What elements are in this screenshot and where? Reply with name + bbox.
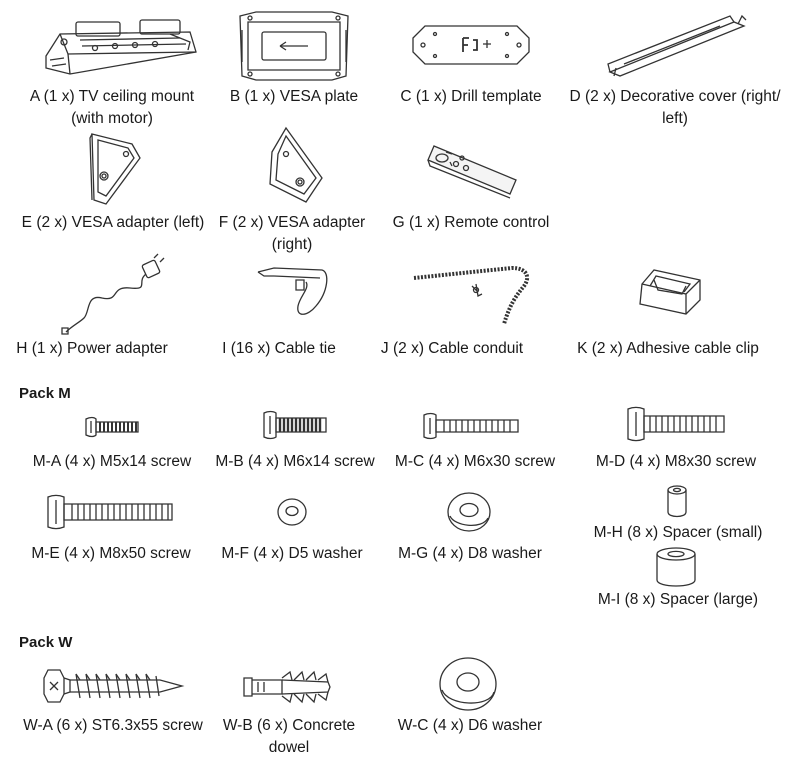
pack-w-title: Pack W bbox=[19, 634, 73, 651]
dowel-wb-caption: W-B (6 x) Concrete dowel bbox=[214, 715, 364, 759]
washer-mf-caption: M-F (4 x) D5 washer bbox=[214, 543, 370, 565]
part-e-line1: E (2 x) VESA adapter (left) bbox=[21, 214, 205, 231]
screw-mc-caption: M-C (4 x) M6x30 screw bbox=[394, 451, 556, 473]
washer-mf-illustration bbox=[276, 496, 308, 528]
spacer-small-label: M-H (8 x) Spacer (small) bbox=[593, 524, 763, 541]
spacer-large-caption: M-I (8 x) Spacer (large) bbox=[588, 589, 768, 611]
part-f-line2: (right) bbox=[271, 236, 313, 253]
spacer-small-illustration bbox=[664, 484, 690, 518]
cable-clip-illustration bbox=[636, 266, 706, 316]
dowel-wb-illustration bbox=[242, 668, 332, 706]
screw-md-illustration bbox=[626, 406, 726, 442]
part-a-line1: A (1 x) TV ceiling mount bbox=[29, 88, 195, 105]
part-h-caption: H (1 x) Power adapter bbox=[2, 338, 182, 360]
part-d-caption: D (2 x) Decorative cover (right/ left) bbox=[564, 86, 786, 130]
part-f-caption: F (2 x) VESA adapter (right) bbox=[212, 212, 372, 256]
screw-wa-illustration bbox=[42, 666, 184, 706]
washer-mg-label: M-G (4 x) D8 washer bbox=[398, 545, 542, 562]
remote-control-illustration bbox=[424, 144, 520, 196]
part-d-line2: left) bbox=[662, 110, 688, 127]
washer-wc-caption: W-C (4 x) D6 washer bbox=[392, 715, 548, 737]
screw-mb-caption: M-B (4 x) M6x14 screw bbox=[212, 451, 378, 473]
vesa-plate-illustration bbox=[236, 10, 352, 82]
cable-tie-illustration bbox=[256, 262, 330, 322]
dowel-wb-line2: dowel bbox=[268, 739, 310, 756]
washer-wc-label: W-C (4 x) D6 washer bbox=[397, 717, 543, 734]
drill-template-illustration bbox=[411, 24, 531, 66]
power-adapter-illustration bbox=[60, 256, 168, 338]
dowel-wb-line1: W-B (6 x) Concrete bbox=[222, 717, 356, 734]
part-h-line1: H (1 x) Power adapter bbox=[16, 340, 168, 357]
washer-mg-caption: M-G (4 x) D8 washer bbox=[392, 543, 548, 565]
screw-ma-label: M-A (4 x) M5x14 screw bbox=[32, 453, 192, 470]
decorative-cover-illustration bbox=[604, 14, 748, 78]
part-b-line1: B (1 x) VESA plate bbox=[229, 88, 359, 105]
ceiling-mount-illustration bbox=[40, 12, 200, 84]
part-j-line1: J (2 x) Cable conduit bbox=[380, 340, 524, 357]
part-j-caption: J (2 x) Cable conduit bbox=[372, 338, 532, 360]
vesa-adapter-right-illustration bbox=[266, 126, 326, 206]
part-d-line1: D (2 x) Decorative cover (right/ bbox=[569, 88, 781, 105]
screw-me-caption: M-E (4 x) M8x50 screw bbox=[28, 543, 194, 565]
spacer-large-illustration bbox=[654, 546, 698, 588]
part-i-line1: I (16 x) Cable tie bbox=[222, 340, 336, 357]
part-e-caption: E (2 x) VESA adapter (left) bbox=[13, 212, 213, 234]
vesa-adapter-left-illustration bbox=[88, 130, 144, 208]
part-k-line1: K (2 x) Adhesive cable clip bbox=[577, 340, 759, 357]
part-c-line1: C (1 x) Drill template bbox=[400, 88, 542, 105]
washer-mf-label: M-F (4 x) D5 washer bbox=[221, 545, 363, 562]
part-a-caption: A (1 x) TV ceiling mount (with motor) bbox=[17, 86, 207, 130]
screw-mb-illustration bbox=[262, 410, 328, 440]
pack-m-title: Pack M bbox=[19, 385, 71, 402]
part-b-caption: B (1 x) VESA plate bbox=[214, 86, 374, 108]
spacer-large-label: M-I (8 x) Spacer (large) bbox=[597, 591, 759, 608]
screw-me-label: M-E (4 x) M8x50 screw bbox=[31, 545, 191, 562]
part-g-caption: G (1 x) Remote control bbox=[386, 212, 556, 234]
part-a-line2: (with motor) bbox=[71, 110, 153, 127]
screw-mb-label: M-B (4 x) M6x14 screw bbox=[215, 453, 375, 470]
part-k-caption: K (2 x) Adhesive cable clip bbox=[563, 338, 773, 360]
screw-mc-label: M-C (4 x) M6x30 screw bbox=[394, 453, 556, 470]
part-f-line1: F (2 x) VESA adapter bbox=[218, 214, 366, 231]
spacer-small-caption: M-H (8 x) Spacer (small) bbox=[588, 522, 768, 544]
screw-wa-caption: W-A (6 x) ST6.3x55 screw bbox=[18, 715, 208, 737]
part-c-caption: C (1 x) Drill template bbox=[388, 86, 554, 108]
cable-conduit-illustration bbox=[412, 264, 536, 328]
washer-mg-illustration bbox=[446, 490, 492, 534]
washer-wc-illustration bbox=[438, 656, 498, 712]
screw-ma-illustration bbox=[84, 416, 140, 438]
part-g-line1: G (1 x) Remote control bbox=[392, 214, 550, 231]
screw-md-caption: M-D (4 x) M8x30 screw bbox=[593, 451, 759, 473]
screw-mc-illustration bbox=[422, 412, 520, 440]
part-i-caption: I (16 x) Cable tie bbox=[204, 338, 354, 360]
screw-wa-label: W-A (6 x) ST6.3x55 screw bbox=[23, 717, 203, 734]
screw-md-label: M-D (4 x) M8x30 screw bbox=[595, 453, 757, 470]
screw-ma-caption: M-A (4 x) M5x14 screw bbox=[28, 451, 196, 473]
screw-me-illustration bbox=[46, 494, 174, 530]
